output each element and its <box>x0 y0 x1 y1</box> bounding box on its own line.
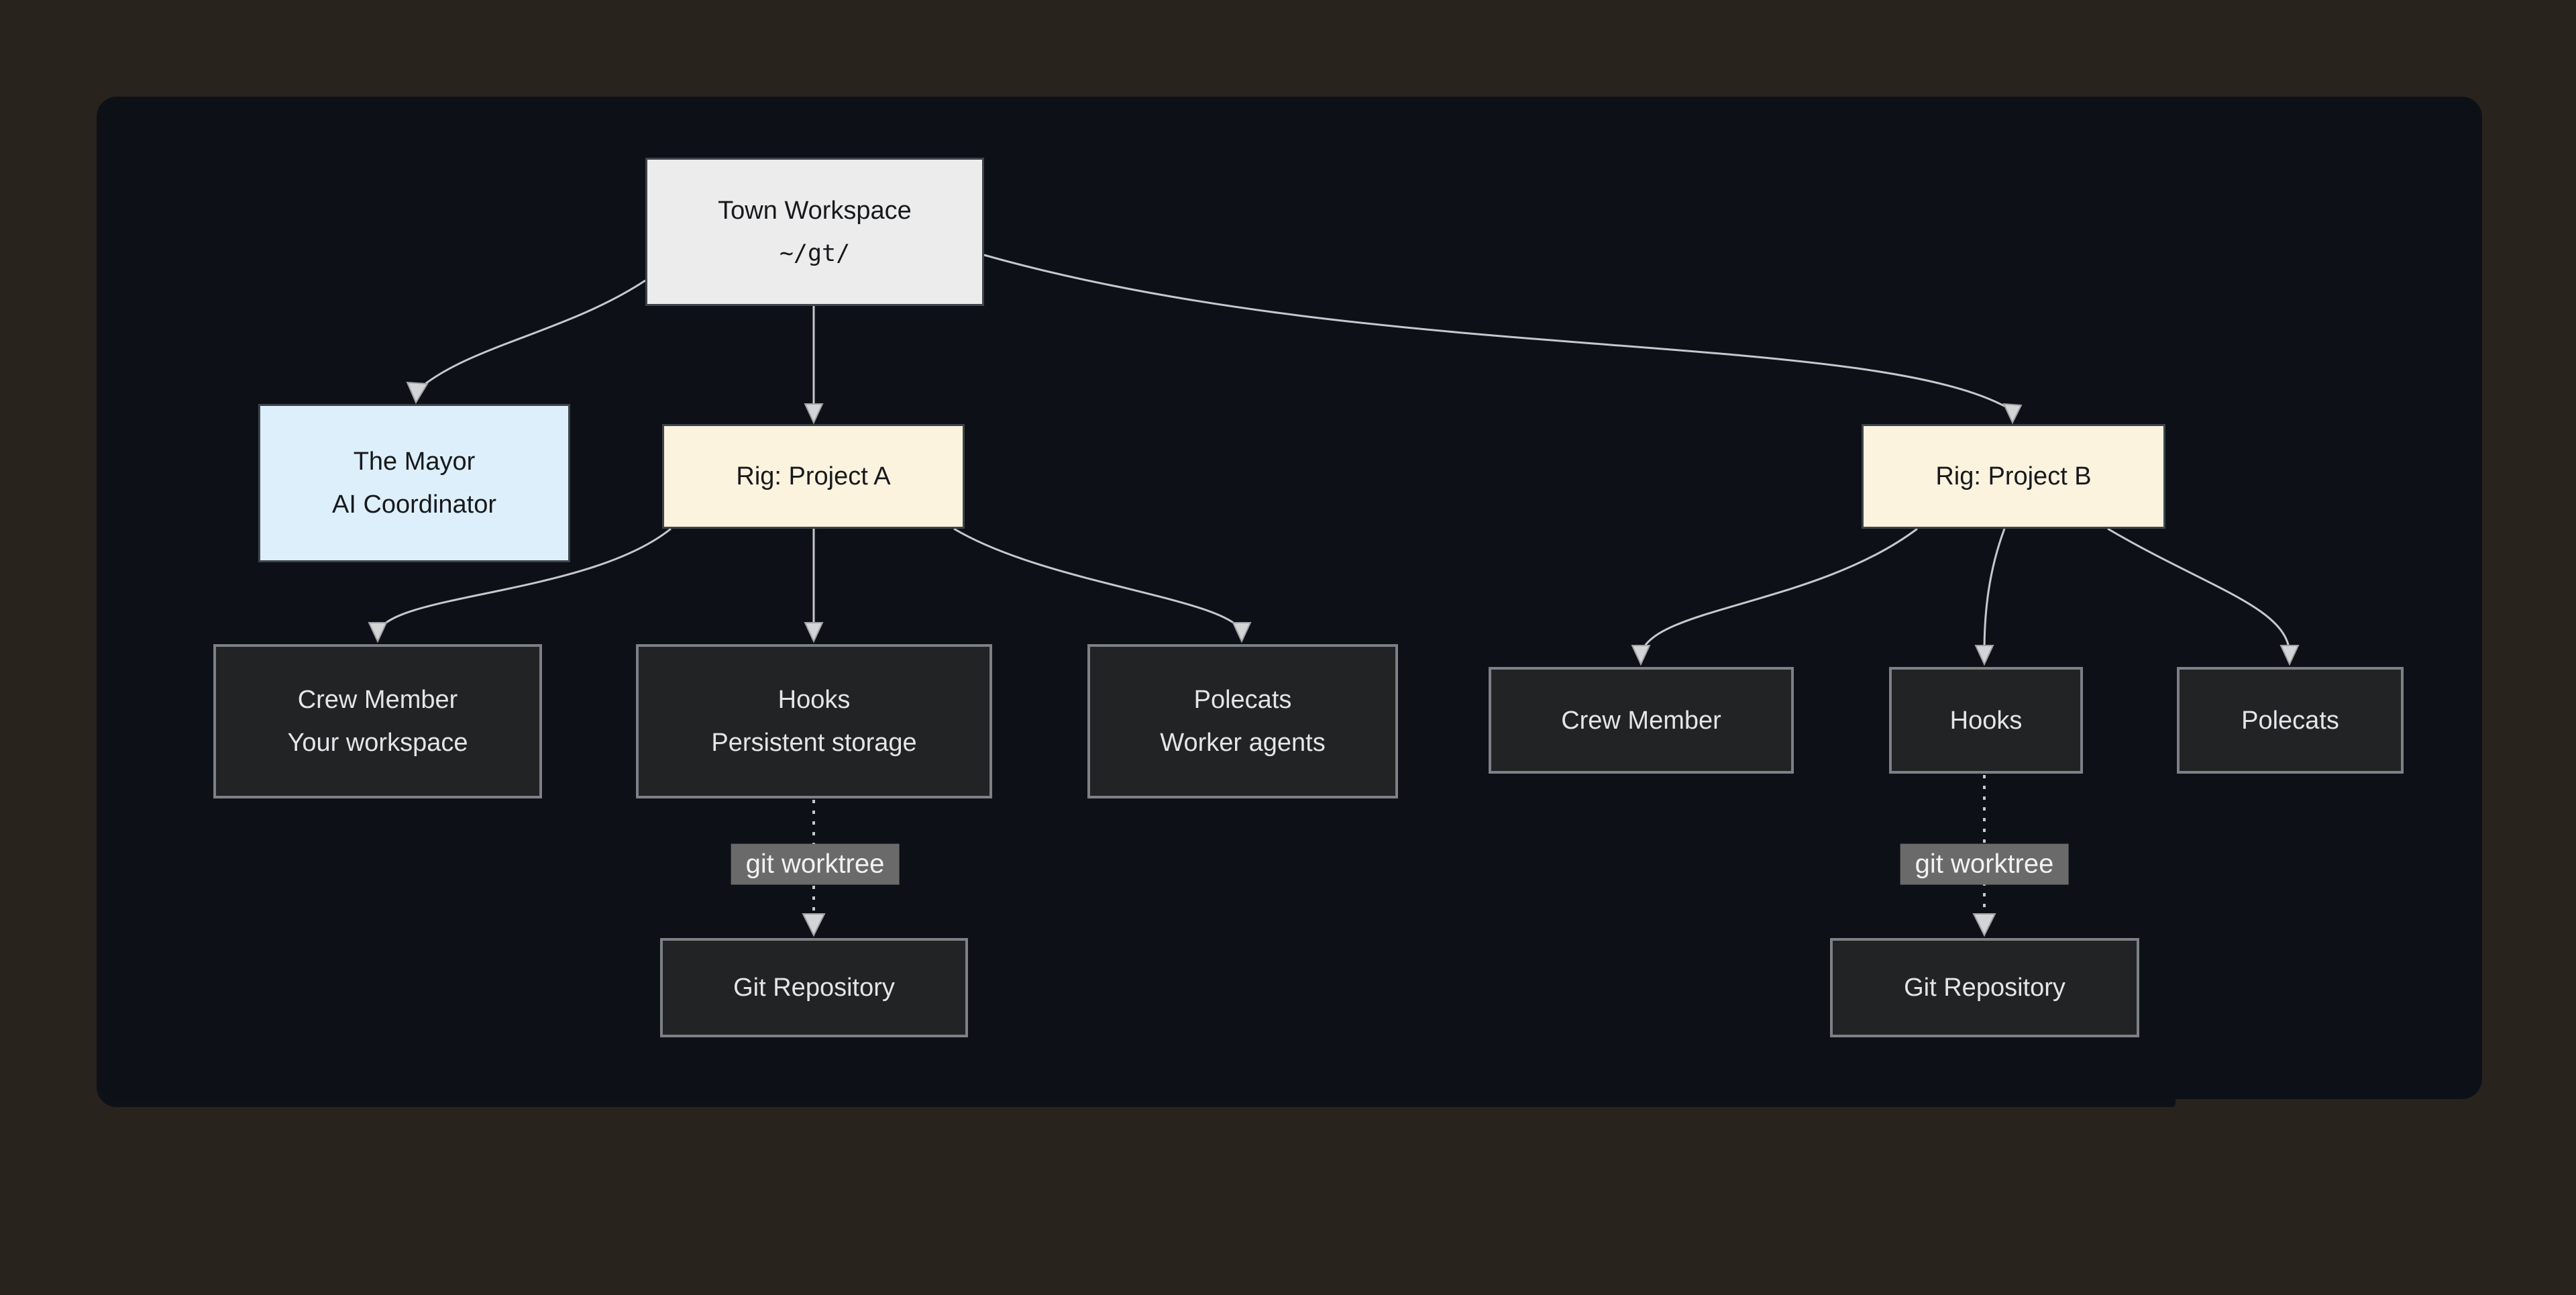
node-subtitle: Your workspace <box>287 729 468 757</box>
node-town-workspace: Town Workspace ~/gt/ <box>645 158 984 306</box>
node-git-repository-a: Git Repository <box>660 938 968 1037</box>
node-polecats-b: Polecats <box>2177 667 2404 774</box>
edge-label-git-worktree-b: git worktree <box>1900 843 2069 885</box>
node-title: Polecats <box>1193 686 1292 714</box>
node-mayor: The Mayor AI Coordinator <box>258 404 570 562</box>
node-subtitle: AI Coordinator <box>331 490 496 519</box>
node-title: Rig: Project B <box>1935 462 2092 490</box>
node-title: Rig: Project A <box>736 462 891 490</box>
node-title: Hooks <box>1949 706 2023 735</box>
node-title: Hooks <box>777 686 851 714</box>
node-subtitle: Worker agents <box>1160 729 1326 757</box>
node-title: Git Repository <box>733 974 895 1002</box>
node-crew-member-a: Crew Member Your workspace <box>213 644 542 798</box>
node-hooks-a: Hooks Persistent storage <box>636 644 992 798</box>
node-git-repository-b: Git Repository <box>1830 938 2139 1037</box>
node-rig-project-b: Rig: Project B <box>1862 424 2165 529</box>
edge-label-git-worktree-a: git worktree <box>731 843 900 885</box>
node-title: Town Workspace <box>718 196 912 225</box>
node-title: Crew Member <box>1561 706 1721 735</box>
node-rig-project-a: Rig: Project A <box>662 424 965 529</box>
node-subtitle: Persistent storage <box>711 729 917 757</box>
node-polecats-a: Polecats Worker agents <box>1087 644 1398 798</box>
node-hooks-b: Hooks <box>1889 667 2083 774</box>
node-title: Git Repository <box>1904 974 2065 1002</box>
node-subtitle: ~/gt/ <box>779 240 851 267</box>
node-crew-member-b: Crew Member <box>1489 667 1794 774</box>
node-title: Crew Member <box>297 686 458 714</box>
node-title: The Mayor <box>353 448 476 476</box>
node-title: Polecats <box>2241 706 2339 735</box>
